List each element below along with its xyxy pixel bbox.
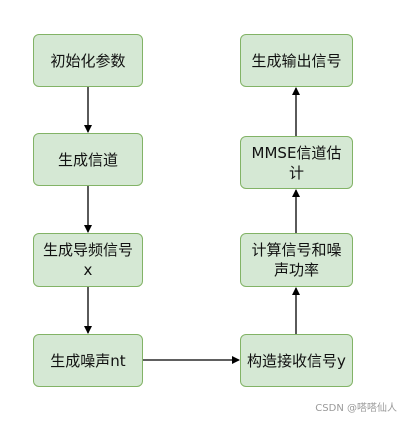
node-calc-power: 计算信号和噪声功率 bbox=[240, 233, 353, 287]
node-label-gen-pilot: 生成导频信号x bbox=[42, 241, 133, 279]
node-gen-noise: 生成噪声nt bbox=[33, 334, 143, 387]
node-init-params: 初始化参数 bbox=[33, 34, 143, 87]
node-gen-channel: 生成信道 bbox=[33, 133, 143, 186]
node-mmse-estimate: MMSE信道估计 bbox=[240, 136, 353, 189]
node-gen-output: 生成输出信号 bbox=[240, 34, 353, 87]
node-label-calc-power: 计算信号和噪声功率 bbox=[251, 241, 342, 279]
csdn-watermark: CSDN @嗒嗒仙人 bbox=[315, 403, 397, 414]
node-label-gen-channel: 生成信道 bbox=[57, 150, 118, 169]
node-label-init-params: 初始化参数 bbox=[50, 51, 126, 70]
node-gen-pilot: 生成导频信号x bbox=[33, 233, 143, 287]
node-label-mmse-estimate: MMSE信道估计 bbox=[251, 143, 342, 182]
node-label-gen-output: 生成输出信号 bbox=[251, 51, 342, 70]
node-label-build-receive: 构造接收信号y bbox=[247, 351, 346, 370]
node-build-receive: 构造接收信号y bbox=[240, 334, 353, 387]
node-label-gen-noise: 生成噪声nt bbox=[50, 351, 126, 370]
